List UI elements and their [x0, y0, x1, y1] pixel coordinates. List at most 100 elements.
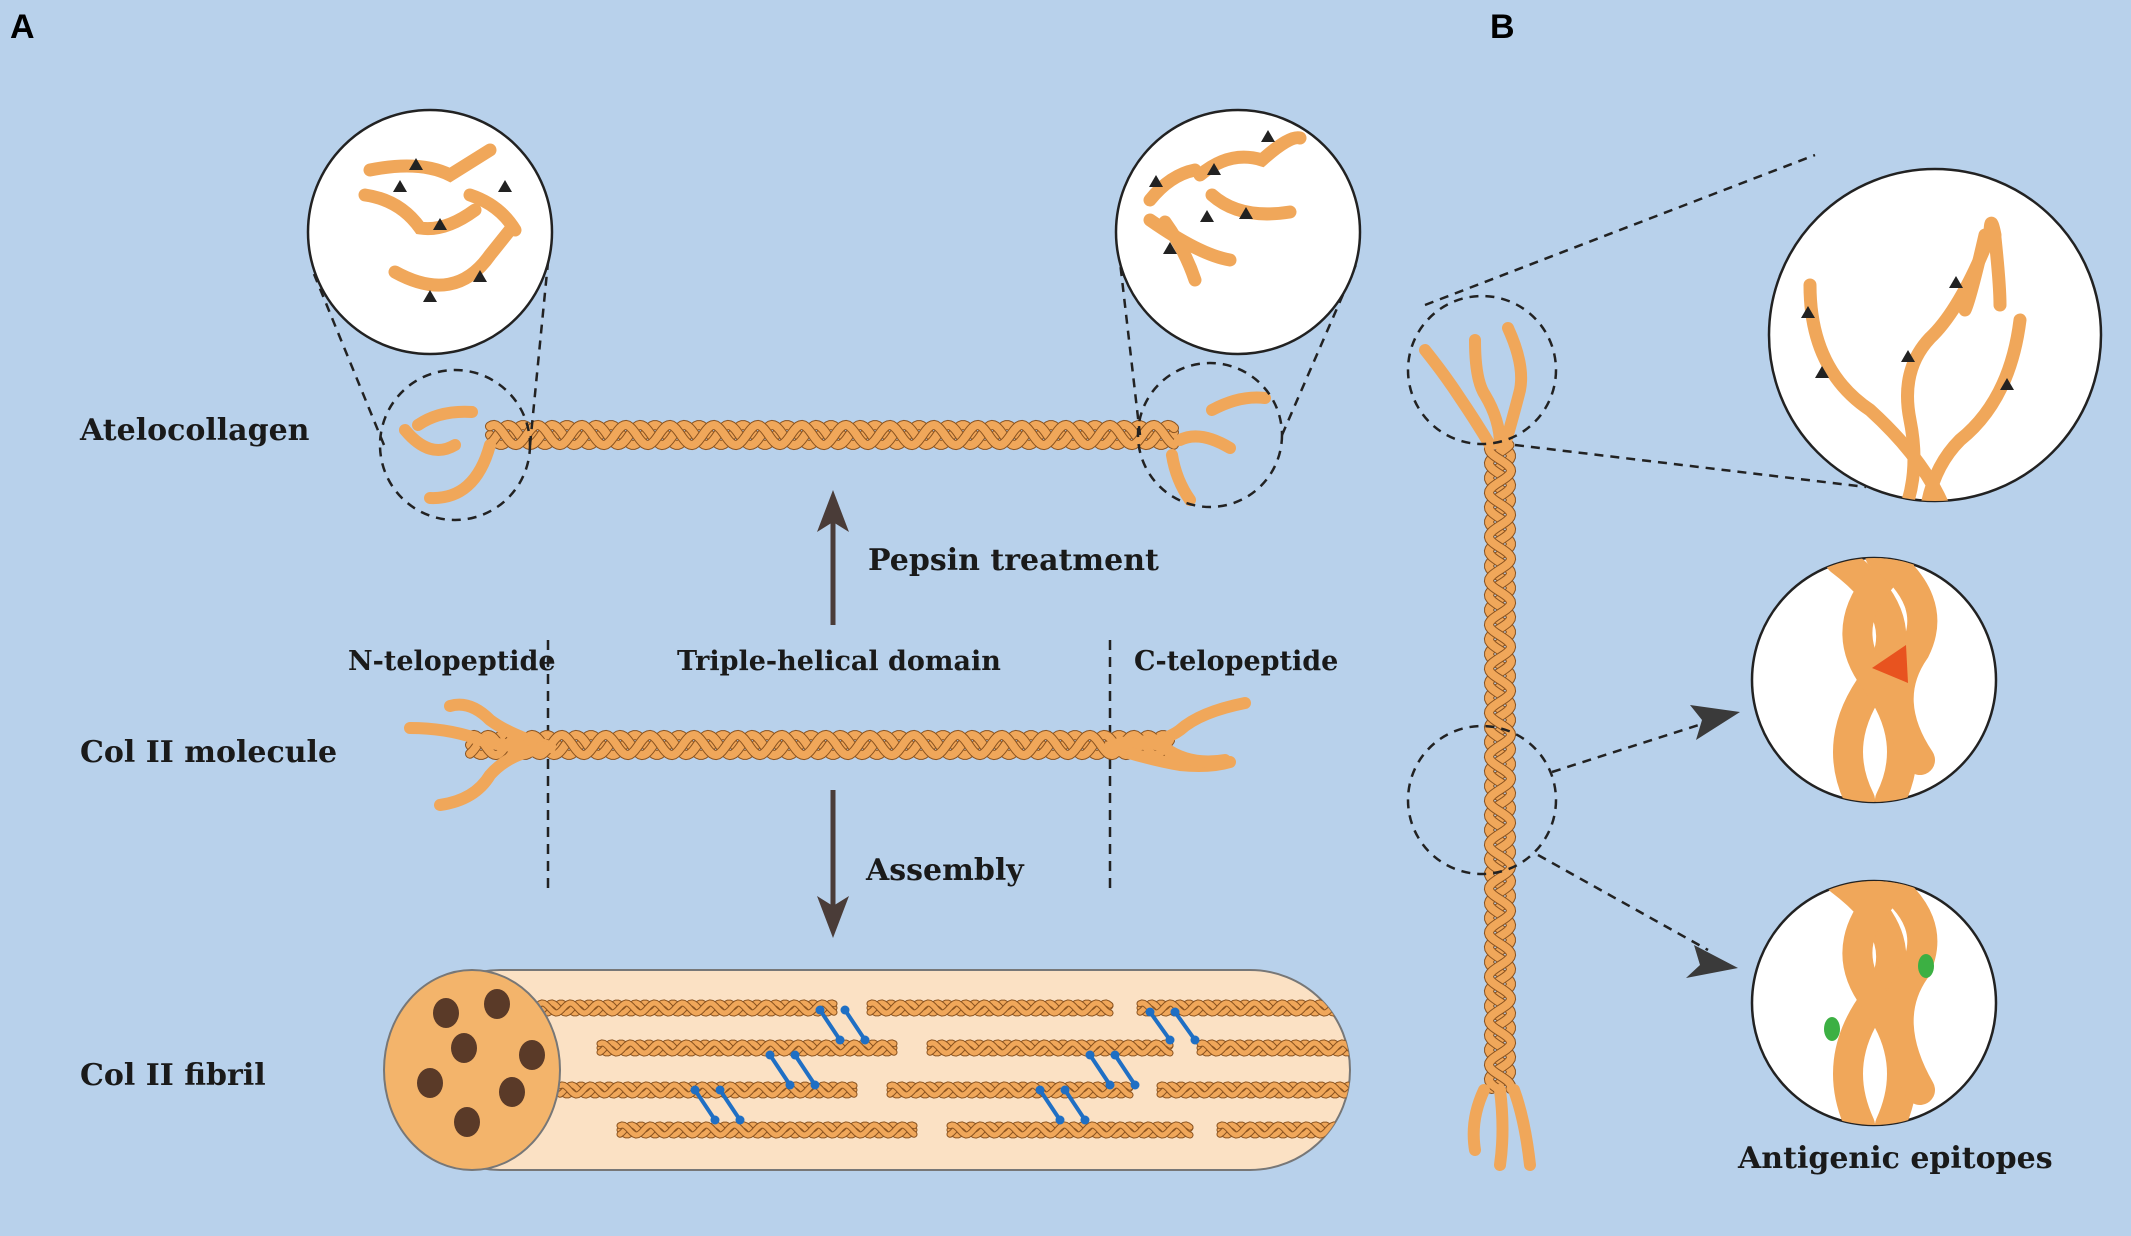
- crosslink-group: [690, 1005, 1200, 1125]
- label-n-telopeptide: N-telopeptide: [348, 646, 556, 677]
- atelocollagen-n-terminal-fragments: [399, 405, 496, 505]
- crosslink: [1088, 1053, 1112, 1087]
- panel-label-a: A: [10, 8, 35, 46]
- label-antigenic-epitopes: Antigenic epitopes: [1737, 1141, 2053, 1176]
- zoom-line: [1551, 720, 1709, 774]
- crosslink: [768, 1053, 792, 1087]
- epitope-marker-icon: [393, 180, 407, 192]
- col2-fibril-microfibrils: [536, 999, 1350, 1139]
- epitope-marker-icon: [409, 158, 423, 170]
- microfibril-strand: [947, 1122, 1193, 1138]
- epitope-marker-icon: [433, 218, 447, 230]
- epitope-linear-icon: [1918, 954, 1934, 978]
- crosslink-node: [1105, 1080, 1115, 1090]
- crosslink-node: [835, 1035, 845, 1045]
- crosslink-node: [815, 1005, 825, 1015]
- crosslink-node: [1060, 1085, 1070, 1095]
- label-col2-fibril: Col II fibril: [80, 1058, 266, 1093]
- microfibril-strand: [557, 1082, 857, 1098]
- vertical-helix-top-telopeptides: [1419, 322, 1528, 451]
- col2-molecule-c-telopeptides: [1104, 697, 1251, 772]
- microfibril-strand: [927, 1040, 1173, 1056]
- epitope-marker-icon: [1949, 276, 1963, 288]
- microfibril-strand: [1137, 1000, 1350, 1016]
- label-triple-helical-domain: Triple-helical domain: [677, 646, 1001, 677]
- col2-fibril-cross-section: [383, 969, 561, 1171]
- epitope-marker-icon: [1163, 242, 1177, 254]
- microfibril-strand: [597, 1040, 897, 1056]
- magnifier-intact-telopeptide: [1767, 167, 2103, 503]
- crosslink-node: [785, 1080, 795, 1090]
- label-atelocollagen: Atelocollagen: [79, 413, 310, 448]
- epitope-marker-icon: [2000, 378, 2014, 390]
- magnifier-c-telopeptide-cleaved: [1114, 108, 1362, 356]
- crosslink-node: [1130, 1080, 1140, 1090]
- arrowhead-icon: [817, 490, 849, 532]
- crosslink-node: [860, 1035, 870, 1045]
- magnifier-conformational-epitope: [1750, 556, 1998, 804]
- label-assembly: Assembly: [865, 853, 1025, 888]
- crosslink: [1063, 1088, 1087, 1122]
- atelocollagen-helix: [485, 419, 1179, 451]
- crosslink-node: [1170, 1007, 1180, 1017]
- epitope-linear-icon: [1824, 1017, 1840, 1041]
- zoom-ring-mid: [1406, 724, 1558, 876]
- helix-strand: [486, 420, 1178, 450]
- arrowhead-icon: [1690, 705, 1740, 740]
- crosslink: [818, 1008, 842, 1042]
- vertical-collagen-helix: [1483, 440, 1517, 1094]
- epitope-marker-icon: [498, 180, 512, 192]
- crosslink-node: [690, 1085, 700, 1095]
- epitope-marker-icon: [1801, 306, 1815, 318]
- arrowhead-icon: [817, 896, 849, 938]
- zoom-line: [1424, 153, 1816, 307]
- arrowhead-icon: [1686, 945, 1738, 978]
- microfibril-strand: [597, 1040, 897, 1056]
- epitope-conformational-icon: [1872, 645, 1908, 683]
- crosslink-node: [1110, 1050, 1120, 1060]
- epitope-marker-icon: [423, 290, 437, 302]
- col2-molecule-n-telopeptides: [404, 698, 556, 811]
- crosslink-node: [1085, 1050, 1095, 1060]
- zoom-line: [1118, 261, 1142, 436]
- microfibril-strand: [1157, 1082, 1350, 1098]
- epitope-marker-icon: [1815, 366, 1829, 378]
- zoom-ring-top: [1406, 294, 1558, 446]
- epitope-marker-icon: [1261, 130, 1275, 142]
- crosslink: [1113, 1053, 1137, 1087]
- crosslink: [793, 1053, 817, 1087]
- crosslink-node: [1080, 1115, 1090, 1125]
- helix-strand: [1484, 441, 1516, 1093]
- crosslink-node: [840, 1005, 850, 1015]
- magnifier-n-telopeptide-cleaved: [306, 108, 554, 356]
- magnifier-linear-epitope: [1750, 879, 1998, 1127]
- microfibril-strand: [617, 1122, 917, 1138]
- epitope-marker-icon: [1207, 163, 1221, 175]
- atelocollagen-c-terminal-fragments: [1166, 391, 1271, 506]
- panel-label-b: B: [1490, 8, 1515, 46]
- crosslink: [1148, 1010, 1172, 1042]
- crosslink-node: [1145, 1007, 1155, 1017]
- label-col2-molecule: Col II molecule: [80, 735, 337, 770]
- crosslink: [1038, 1088, 1062, 1122]
- crosslink-node: [1055, 1115, 1065, 1125]
- crosslink: [843, 1008, 867, 1042]
- crosslink-node: [1035, 1085, 1045, 1095]
- crosslink-node: [735, 1115, 745, 1125]
- crosslink-node: [810, 1080, 820, 1090]
- label-pepsin-treatment: Pepsin treatment: [868, 543, 1159, 578]
- zoom-line: [1537, 853, 1709, 952]
- crosslink-node: [765, 1050, 775, 1060]
- zoom-line: [1514, 443, 1867, 489]
- col2-molecule-helix: [465, 729, 1175, 761]
- epitope-marker-icon: [1149, 175, 1163, 187]
- microfibril-strand: [867, 1000, 1113, 1016]
- crosslink-node: [1190, 1035, 1200, 1045]
- epitope-marker-icon: [1200, 210, 1214, 222]
- epitope-marker-icon: [473, 270, 487, 282]
- crosslink: [693, 1088, 717, 1122]
- microfibril-strand: [537, 1000, 837, 1016]
- microfibril-strand: [617, 1122, 917, 1138]
- helix-strand: [466, 730, 1174, 760]
